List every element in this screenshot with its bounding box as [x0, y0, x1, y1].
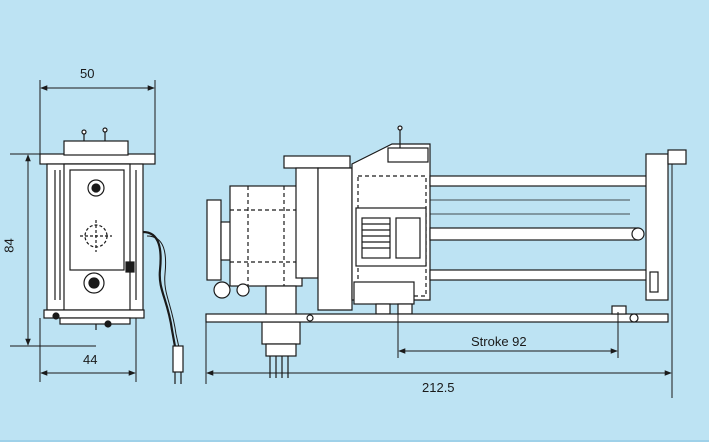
side-view-dimensions — [205, 164, 673, 398]
dimension-label-top-width: 50 — [80, 66, 95, 81]
dimension-label-bottom-width: 44 — [83, 352, 98, 367]
dimension-label-height: 84 — [1, 238, 17, 253]
front-view — [39, 127, 184, 384]
dimension-label-total-length: 212.5 — [422, 380, 455, 395]
side-view — [205, 125, 687, 378]
front-view-dimensions — [10, 80, 156, 382]
dimension-label-stroke: Stroke 92 — [471, 334, 527, 349]
